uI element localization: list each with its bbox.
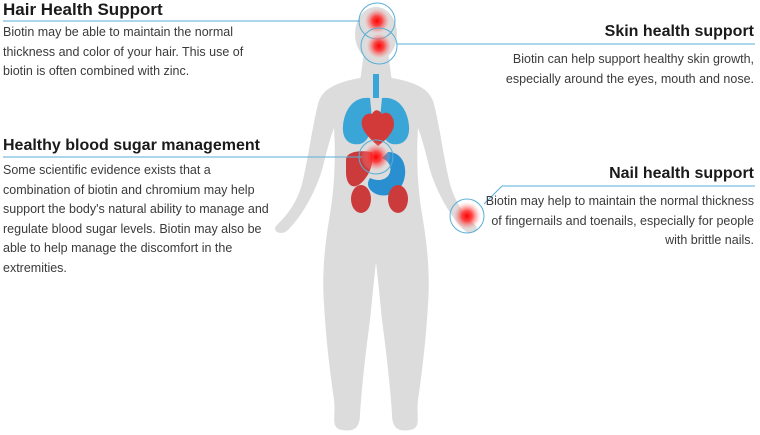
- torso-and-legs-shape: [275, 78, 477, 431]
- hotspots: [358, 2, 485, 234]
- blood-hotspot: [361, 142, 391, 172]
- heart-shape: [361, 110, 394, 146]
- blood-sugar-text: Some scientific evidence exists that a c…: [3, 163, 269, 275]
- hair-health-title: Hair Health Support: [3, 0, 163, 19]
- nail-health-section: Nail health support Biotin may help to m…: [474, 164, 754, 251]
- trachea-shape: [373, 74, 379, 98]
- nail-leader-line: [483, 185, 503, 205]
- skin-health-text: Biotin can help support healthy skin gro…: [505, 52, 754, 86]
- hair-health-text: Biotin may be able to maintain the norma…: [3, 25, 244, 78]
- nail-hotspot-ring: [449, 198, 485, 234]
- blood-hotspot-ring: [358, 139, 394, 175]
- blood-sugar-section: Healthy blood sugar management Some scie…: [3, 136, 271, 278]
- stomach-shape: [368, 152, 406, 196]
- nail-health-text: Biotin may help to maintain the normal t…: [485, 194, 754, 247]
- nail-health-title: Nail health support: [609, 165, 754, 182]
- left-lung-shape: [342, 97, 372, 145]
- hair-hotspot: [363, 7, 391, 35]
- body-silhouette: [275, 7, 477, 431]
- skin-hotspot-ring: [360, 27, 398, 65]
- hair-health-section: Hair Health Support Biotin may be able t…: [3, 0, 271, 82]
- skin-health-section: Skin health support Biotin can help supp…: [484, 22, 754, 89]
- leader-lines: [3, 20, 755, 205]
- neck-shape: [360, 52, 392, 82]
- skin-hotspot: [365, 32, 393, 60]
- blood-sugar-title: Healthy blood sugar management: [3, 137, 260, 154]
- nail-hotspot: [452, 201, 482, 231]
- skin-health-title: Skin health support: [604, 23, 754, 40]
- left-kidney-shape: [351, 185, 371, 213]
- right-kidney-shape: [388, 185, 408, 213]
